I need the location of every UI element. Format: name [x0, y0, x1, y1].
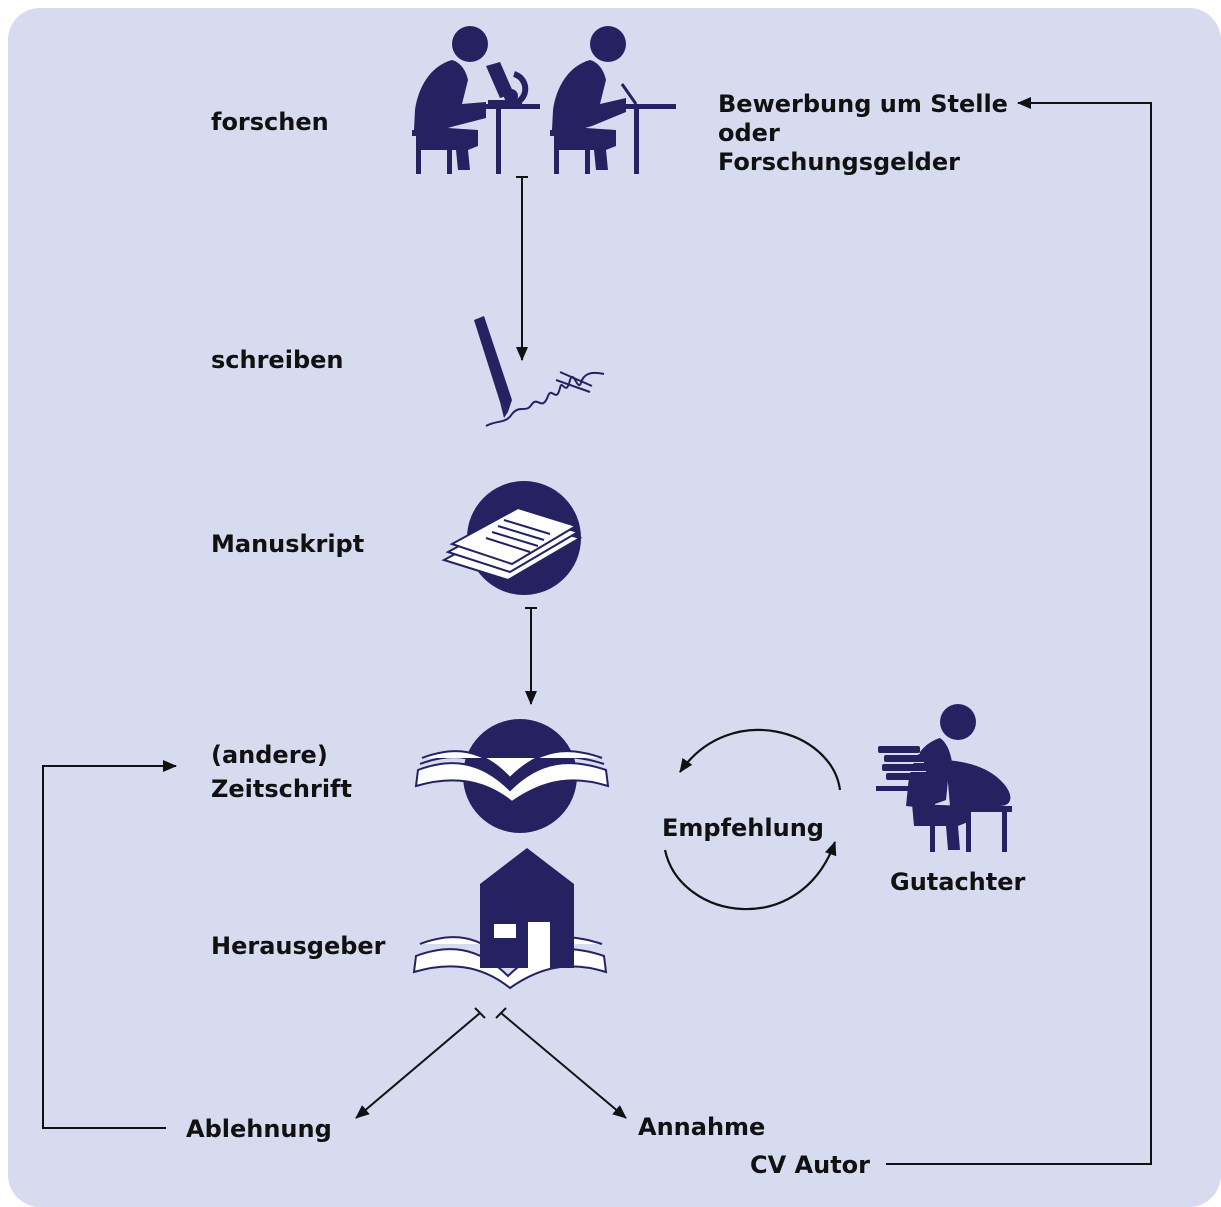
label-zeitschrift: (andere) Zeitschrift — [211, 738, 352, 806]
arrow-herausgeber-to-annahme — [495, 1007, 627, 1119]
diagram-panel: forschen Bewerbung um Stelle oder Forsch… — [8, 8, 1221, 1207]
publisher-house-icon — [412, 848, 608, 990]
label-zeitschrift-line-1: (andere) — [211, 741, 328, 769]
label-bewerbung: Bewerbung um Stelle oder Forschungsgelde… — [718, 90, 1008, 177]
researcher-microscope-figure — [412, 26, 540, 174]
open-journal-icon — [414, 719, 610, 833]
label-gutachter: Gutachter — [890, 868, 1026, 896]
researcher-writing-figure — [550, 26, 676, 174]
cycle-arrow-upper — [679, 728, 842, 791]
arrow-manuskript-to-zeitschrift — [525, 607, 537, 705]
cycle-arrows-icon — [663, 728, 842, 911]
label-ablehnung: Ablehnung — [186, 1115, 332, 1143]
arrow-ablehnung-to-zeitschrift — [42, 760, 177, 1129]
cycle-arrow-lower — [663, 841, 837, 911]
manuscript-pages-icon — [441, 481, 583, 595]
label-annahme: Annahme — [638, 1113, 766, 1141]
label-bewerbung-line-2: oder — [718, 119, 780, 147]
label-bewerbung-line-1: Bewerbung um Stelle — [718, 90, 1008, 118]
label-manuskript: Manuskript — [211, 530, 365, 558]
book-stack — [878, 746, 926, 780]
diagram-canvas — [42, 26, 1152, 1165]
label-herausgeber: Herausgeber — [211, 932, 386, 960]
label-bewerbung-line-3: Forschungsgelder — [718, 148, 960, 176]
label-zeitschrift-line-2: Zeitschrift — [211, 775, 352, 803]
reviewer-with-books-icon — [876, 704, 1012, 852]
researchers-at-desks-icon — [412, 26, 676, 174]
label-forschen: forschen — [211, 108, 329, 136]
label-cv-autor: CV Autor — [750, 1151, 870, 1179]
flow-arrows — [42, 97, 1152, 1165]
arrow-forschen-to-schreiben — [516, 176, 528, 361]
label-empfehlung: Empfehlung — [662, 814, 824, 842]
arrow-cv-to-bewerbung — [886, 97, 1152, 1165]
pen-signature-icon — [474, 316, 605, 427]
arrow-herausgeber-to-ablehnung — [355, 1007, 486, 1119]
label-schreiben: schreiben — [211, 346, 344, 374]
